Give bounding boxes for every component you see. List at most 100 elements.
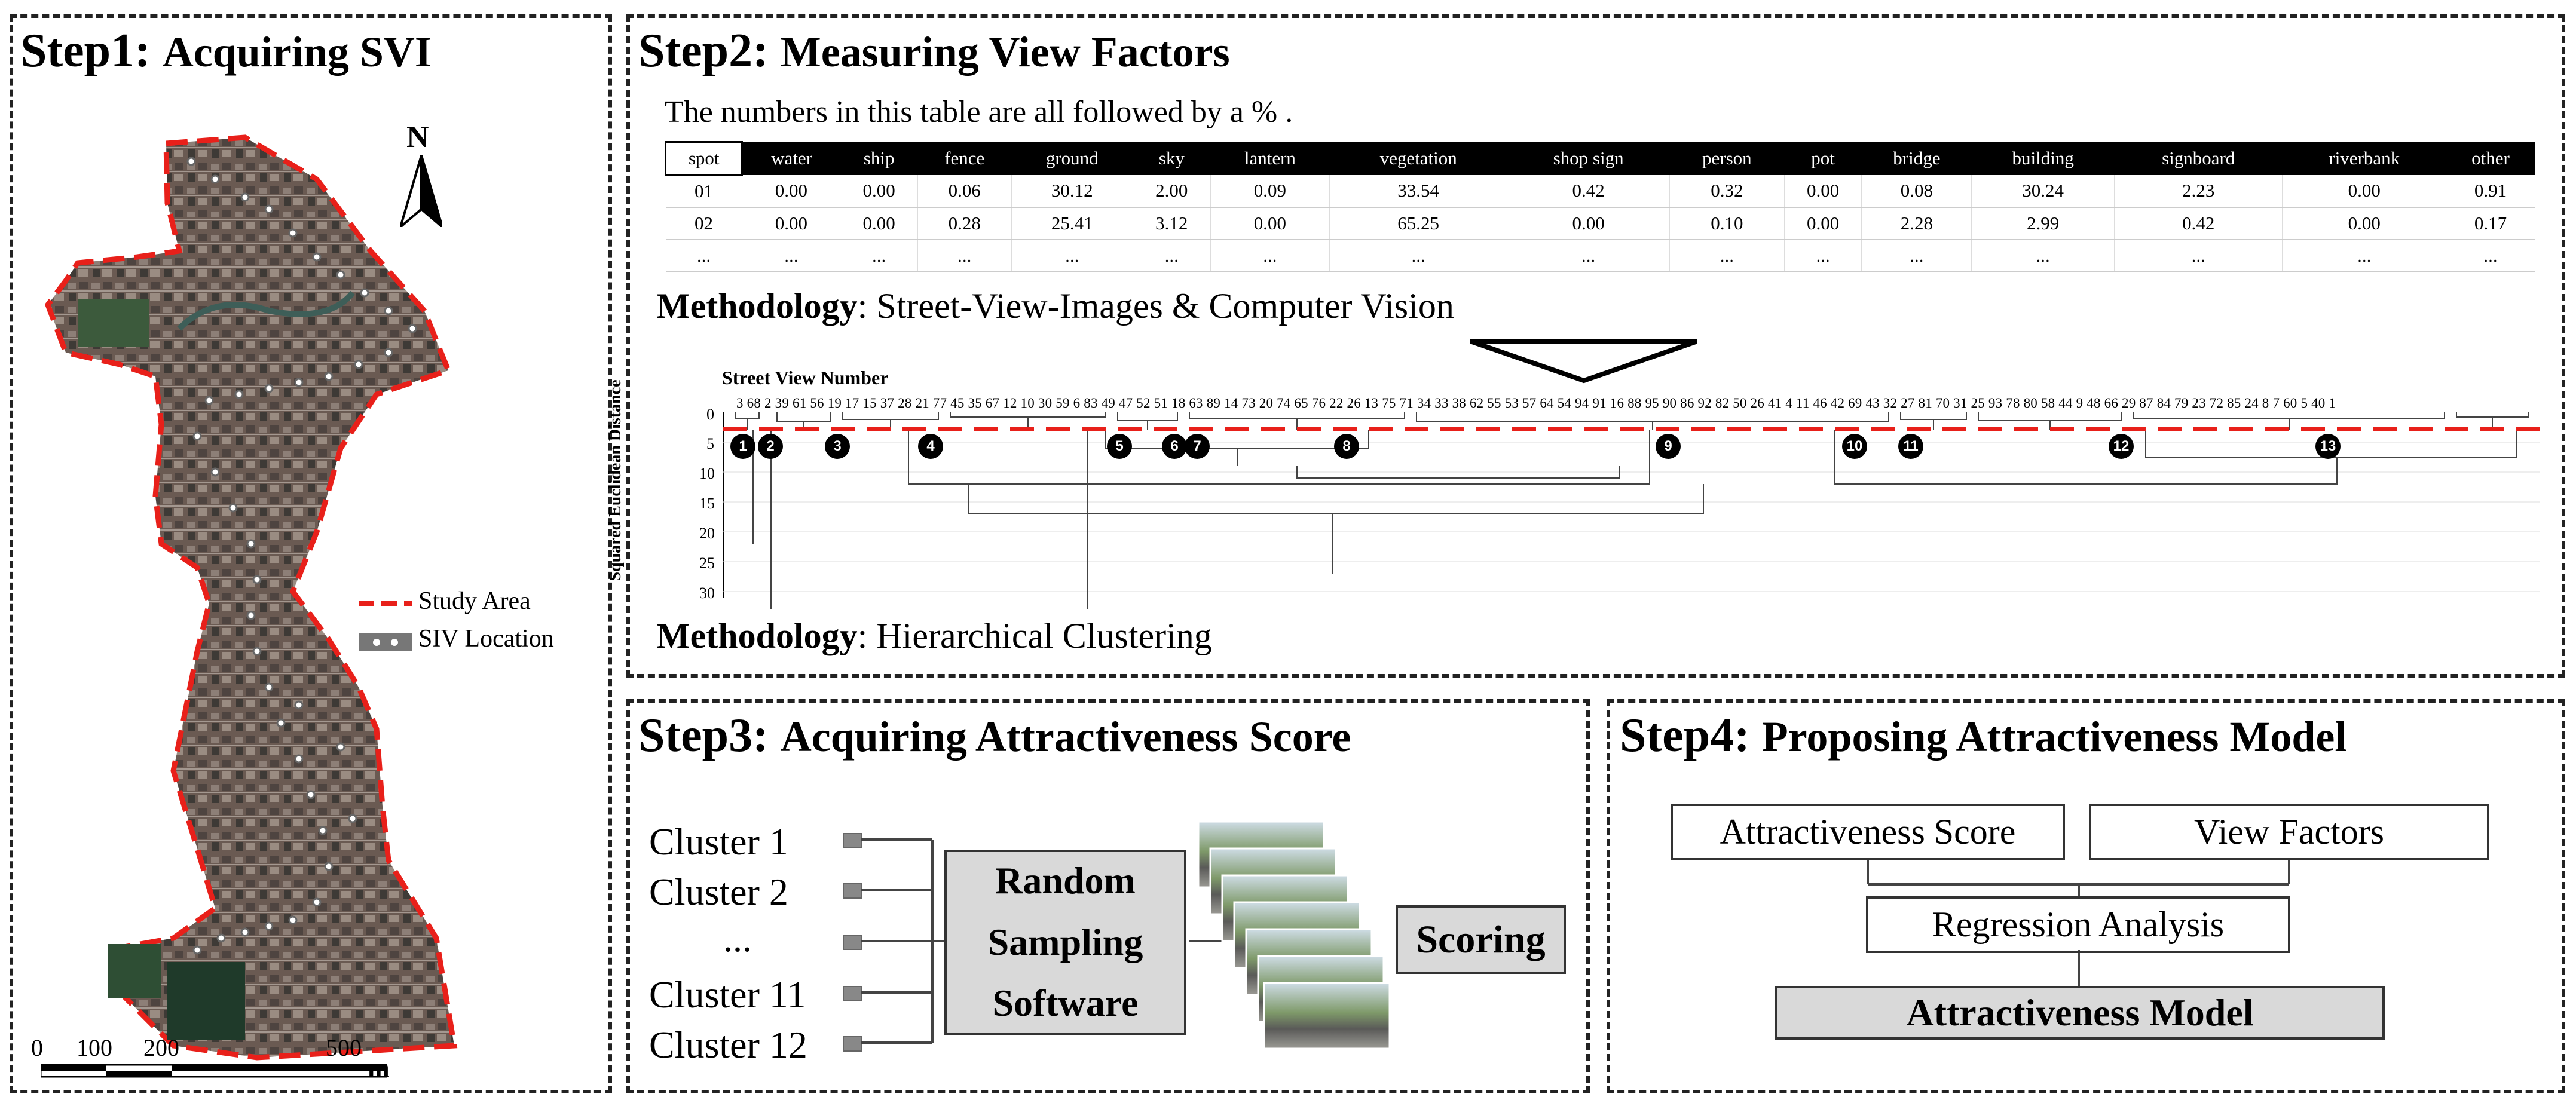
cluster-marker-5: 5 [1107,434,1132,459]
svi-location-points [186,157,417,955]
cluster-marker-7: 7 [1185,434,1210,459]
cluster-marker-3: 3 [825,434,850,459]
cluster-label-1: Cluster 1 [649,820,788,863]
step3-title: Step3: Acquiring Attractiveness Score [638,709,1351,762]
table-header-water: water [742,142,840,175]
table-cell: 0.00 [2282,207,2447,240]
cluster-marker-1: 1 [730,434,755,459]
table-cell: ... [1507,240,1670,272]
table-header-bridge: bridge [1861,142,1972,175]
table-cell: 0.32 [1669,174,1785,208]
table-header-fence: fence [917,142,1011,175]
methodology-clustering: Methodology: Hierarchical Clustering [656,616,1212,655]
ytick-5: 5 [706,435,714,452]
scale-bar-graphic [41,1064,387,1078]
table-header-ship: ship [840,142,918,175]
table-cell: 0.00 [742,207,841,240]
table-cell: 30.12 [1011,174,1133,208]
table-header-person: person [1669,142,1785,175]
random-sampling-box: Random Sampling Software [944,850,1186,1035]
study-area-boundary [44,134,458,1061]
scale-unit: m [368,1053,390,1083]
table-note: The numbers in this table are all follow… [665,95,1293,129]
step1-title: Step1: Acquiring SVI [20,24,432,77]
step4-title: Step4: Proposing Attractiveness Model [1620,709,2347,762]
north-arrow-icon [400,155,442,227]
table-cell: ... [1011,240,1133,272]
regression-analysis-box: Regression Analysis [1866,896,2290,953]
table-cell: 0.28 [917,207,1012,240]
cluster-marker-12: 12 [2109,434,2134,459]
study-area-legend-label: Study Area [418,587,531,615]
table-cell: 0.00 [1507,207,1670,240]
cluster-ellipsis-connector-icon [843,935,862,950]
table-header-vegetation: vegetation [1329,142,1507,175]
table-cell: 2.28 [1861,207,1972,240]
table-header-building: building [1971,142,2115,175]
table-cell: ... [1861,240,1972,272]
dendrogram-leaf-labels: 3 68 2 39 61 56 19 17 15 37 28 21 77 45 … [736,396,2336,410]
scale-tick-500: 500 [326,1034,362,1061]
step4-connectors [1867,860,2290,986]
cluster-label-2: Cluster 2 [649,871,788,913]
scale-tick-100: 100 [77,1034,112,1061]
cluster-marker-2: 2 [758,434,783,459]
table-cell: 0.42 [1507,174,1670,208]
table-cell: ... [1210,240,1330,272]
table-row: ........................................… [665,240,2535,272]
cluster-label-12: Cluster 12 [649,1024,807,1066]
table-cell: 0.00 [840,174,918,208]
ytick-25: 25 [699,554,715,572]
table-cell: 2.00 [1133,174,1211,208]
table-cell: ... [1669,240,1785,272]
table-cell: 65.25 [1329,207,1508,240]
table-cell: 25.41 [1011,207,1133,240]
table-cell: 0.08 [1861,174,1972,208]
cluster-1-connector-icon [843,833,862,848]
table-header-spot: spot [664,141,744,176]
table-cell: 0.00 [2282,174,2447,208]
study-area-map [44,134,458,1061]
table-cell: 2.99 [1971,207,2115,240]
study-area-legend-icon [359,601,412,606]
cluster-marker-11: 11 [1898,434,1923,459]
table-cell: 0.00 [1784,207,1862,240]
table-cell: ... [742,240,841,272]
table-cell: 02 [665,207,743,240]
cluster-11-connector-icon [843,986,862,1001]
table-cell: 3.12 [1133,207,1211,240]
cluster-marker-9: 9 [1656,434,1681,459]
cluster-marker-13: 13 [2315,434,2341,459]
ytick-20: 20 [699,525,715,542]
table-cell: ... [1784,240,1862,272]
table-cell: 0.00 [840,207,918,240]
scoring-box: Scoring [1396,905,1566,974]
table-cell: 33.54 [1329,174,1508,208]
methodology-cv: Methodology: Street-View-Images & Comput… [656,286,1454,326]
svi-location-legend-label: SIV Location [418,625,554,652]
cluster-marker-10: 10 [1842,434,1867,459]
scale-tick-0: 0 [31,1034,43,1061]
cluster-2-connector-icon [843,883,862,899]
table-cell: 0.09 [1210,174,1330,208]
table-header-other: other [2446,142,2535,175]
step1-panel [10,14,612,1093]
step2-panel [626,14,2565,678]
table-cell: ... [840,240,918,272]
cluster-marker-6: 6 [1162,434,1187,459]
table-cell: 01 [665,174,743,208]
ytick-10: 10 [699,465,715,482]
table-cell: ... [2446,240,2535,272]
table-cell: 0.10 [1669,207,1785,240]
table-cell: ... [665,240,743,272]
table-header-signboard: signboard [2114,142,2283,175]
cluster-label-11: Cluster 11 [649,973,806,1016]
cluster-label-ellipsis: ... [723,917,752,960]
table-cell: 0.06 [917,174,1012,208]
ytick-15: 15 [699,495,715,512]
table-cell: 0.00 [1784,174,1862,208]
table-cell: 0.00 [1210,207,1330,240]
table-cell: ... [2282,240,2447,272]
